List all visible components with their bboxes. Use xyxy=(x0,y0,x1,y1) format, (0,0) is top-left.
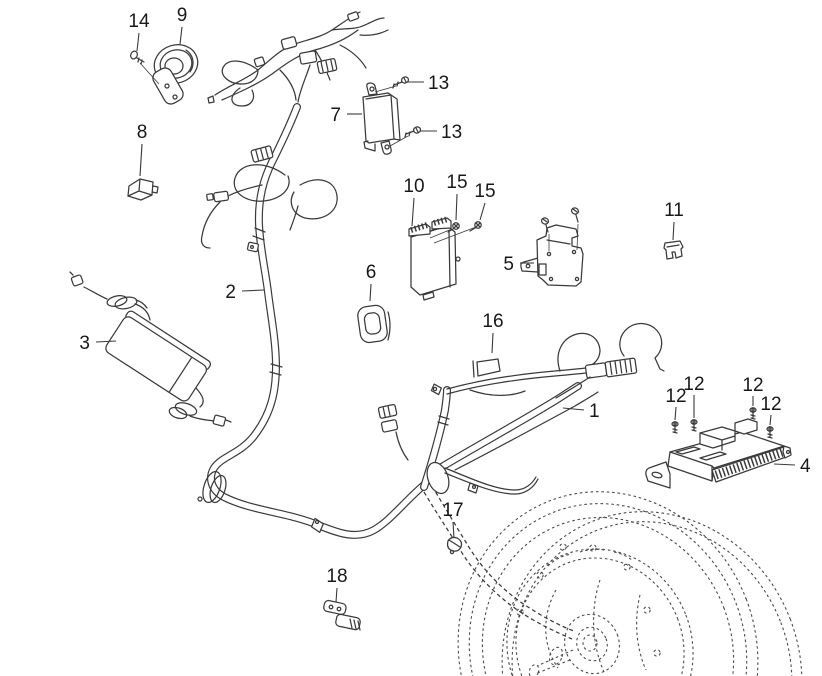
part-number-label-11: 11 xyxy=(664,200,684,221)
part-15-screw-right xyxy=(469,221,482,232)
part-number-label-15: 15 xyxy=(474,181,495,202)
callout-11-10: 11 xyxy=(664,200,684,241)
part-17-clamp xyxy=(446,536,463,555)
leader-line-11 xyxy=(672,221,675,241)
callout-18-22: 18 xyxy=(326,566,348,603)
callout-8-2: 8 xyxy=(137,122,148,177)
part-number-label-2: 2 xyxy=(225,282,236,303)
part-number-label-18: 18 xyxy=(326,566,347,587)
callout-12-18: 12 xyxy=(742,375,764,406)
callout-13-5: 13 xyxy=(420,122,462,143)
part-number-label-14: 14 xyxy=(128,11,150,32)
part-number-label-13: 13 xyxy=(428,73,449,94)
part-1-frame-harness xyxy=(377,322,665,495)
callout-10-6: 10 xyxy=(403,176,425,227)
leader-line-1 xyxy=(562,407,585,411)
motor-cable xyxy=(423,485,575,640)
callout-5-9: 5 xyxy=(503,254,534,275)
part-6-grommet xyxy=(357,304,391,344)
part-14-screw xyxy=(130,50,160,85)
callout-13-4: 13 xyxy=(407,73,449,94)
rear-wheel-phantom xyxy=(457,491,803,676)
leader-line-8 xyxy=(139,143,143,177)
breaker-screw-right xyxy=(570,207,580,251)
callout-6-11: 6 xyxy=(366,262,377,302)
leader-line-10 xyxy=(411,197,415,227)
part-number-label-13: 13 xyxy=(441,122,462,143)
part-number-label-15: 15 xyxy=(446,172,467,193)
callout-14-0: 14 xyxy=(128,11,150,52)
part-number-label-1: 1 xyxy=(589,401,600,422)
breaker-screw-left xyxy=(540,217,550,251)
part-number-label-3: 3 xyxy=(79,333,90,354)
part-number-label-10: 10 xyxy=(403,176,424,197)
part-number-label-12: 12 xyxy=(665,386,686,407)
handlebar-harness xyxy=(200,11,389,253)
part-7-module xyxy=(362,82,401,155)
part-number-label-7: 7 xyxy=(330,105,341,126)
leader-line-14 xyxy=(136,32,140,52)
leader-line-17 xyxy=(452,521,455,539)
callout-16-14: 16 xyxy=(482,311,504,354)
part-number-label-9: 9 xyxy=(177,5,188,26)
part-9-horn xyxy=(152,44,199,105)
part-number-label-12: 12 xyxy=(742,375,763,396)
part-number-label-8: 8 xyxy=(137,122,148,143)
callout-12-17: 12 xyxy=(683,374,705,418)
part-number-label-5: 5 xyxy=(503,254,514,275)
leader-line-12 xyxy=(674,406,677,421)
leader-line-4 xyxy=(773,463,796,466)
part-5-circuit-breaker xyxy=(520,207,584,287)
part-number-label-4: 4 xyxy=(800,456,811,477)
part-13-screw-upper xyxy=(374,76,410,93)
callout-3-13: 3 xyxy=(79,333,117,354)
leader-line-6 xyxy=(369,283,372,302)
part-18-clamp xyxy=(323,599,361,631)
part-2-main-harness xyxy=(197,103,428,539)
part-number-label-12: 12 xyxy=(760,394,781,415)
part-10-control-unit xyxy=(408,216,477,301)
leader-line-3 xyxy=(95,340,117,343)
part-number-label-6: 6 xyxy=(366,262,377,283)
part-3-charger xyxy=(69,271,232,427)
callout-12-16: 12 xyxy=(665,386,687,421)
callout-12-19: 12 xyxy=(760,394,782,426)
leader-line-12 xyxy=(769,414,772,426)
leader-line-15 xyxy=(455,193,458,221)
callout-15-7: 15 xyxy=(446,172,468,221)
callout-17-21: 17 xyxy=(442,500,464,539)
part-8-relay xyxy=(127,178,159,201)
part-16-bracket xyxy=(472,358,501,378)
part-12-screws xyxy=(671,407,774,439)
callout-2-12: 2 xyxy=(225,282,265,303)
part-number-label-12: 12 xyxy=(683,374,704,395)
leader-line-15 xyxy=(479,202,486,221)
part-13-screw-lower xyxy=(389,126,422,147)
leader-line-16 xyxy=(491,332,494,354)
part-number-label-16: 16 xyxy=(482,311,503,332)
part-15-screw-left xyxy=(447,222,460,233)
part-4-controller xyxy=(645,418,792,489)
callout-9-1: 9 xyxy=(177,5,188,45)
callout-4-20: 4 xyxy=(773,456,811,477)
callout-7-3: 7 xyxy=(330,105,362,126)
part-number-label-17: 17 xyxy=(442,500,463,521)
part-11-fuse xyxy=(663,240,684,260)
callout-1-15: 1 xyxy=(562,401,600,422)
leader-line-18 xyxy=(335,587,338,603)
leader-line-9 xyxy=(179,26,183,45)
leader-line-2 xyxy=(241,289,265,292)
callout-15-8: 15 xyxy=(474,181,496,221)
